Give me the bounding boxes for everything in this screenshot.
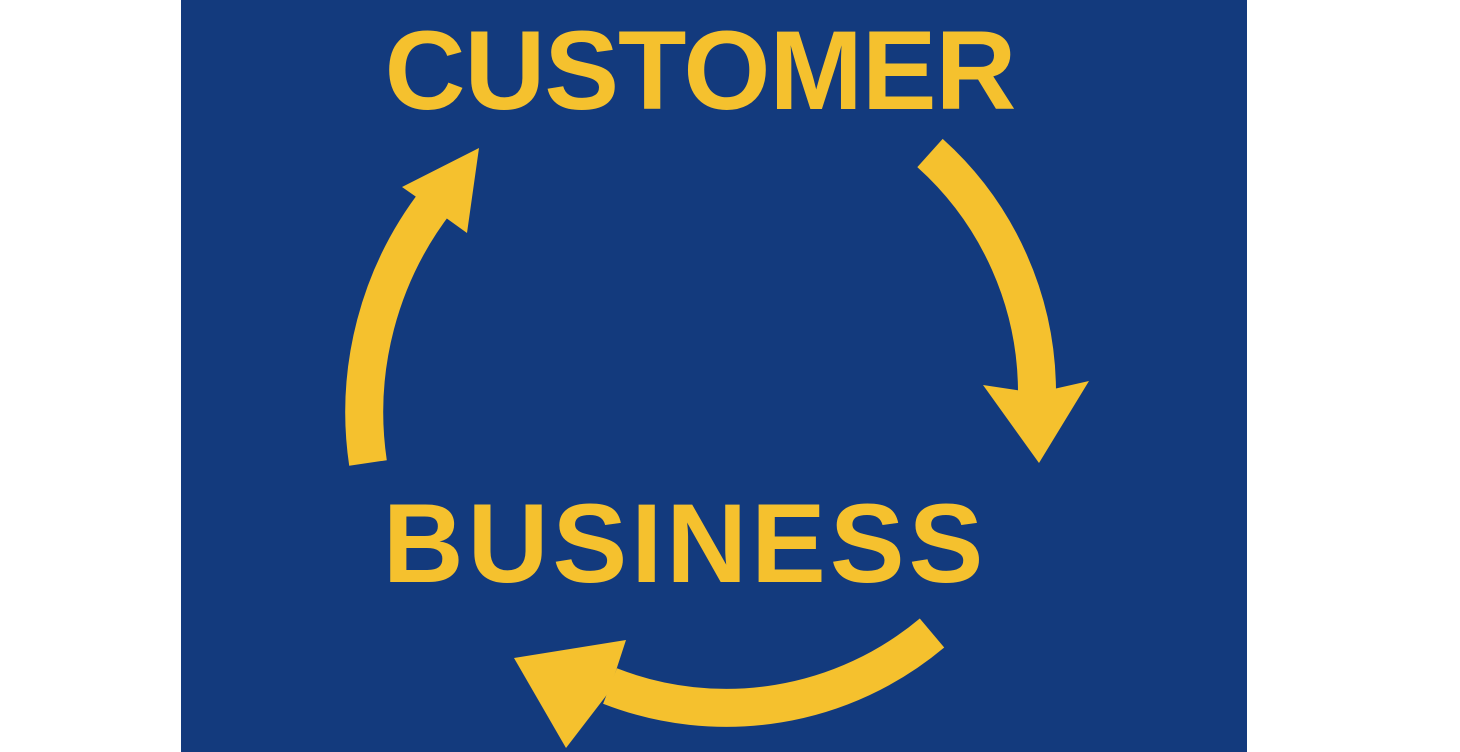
business-to-customer-arrow-icon: [345, 148, 479, 466]
cycle-diagram-panel: CUSTOMER BUSINESS: [181, 0, 1247, 752]
return-loop-arrow-icon: [514, 618, 945, 748]
cycle-arrows: [345, 138, 1089, 748]
customer-label: CUSTOMER: [384, 8, 1017, 133]
customer-to-business-arrow-icon: [917, 138, 1089, 463]
business-label: BUSINESS: [382, 481, 988, 606]
